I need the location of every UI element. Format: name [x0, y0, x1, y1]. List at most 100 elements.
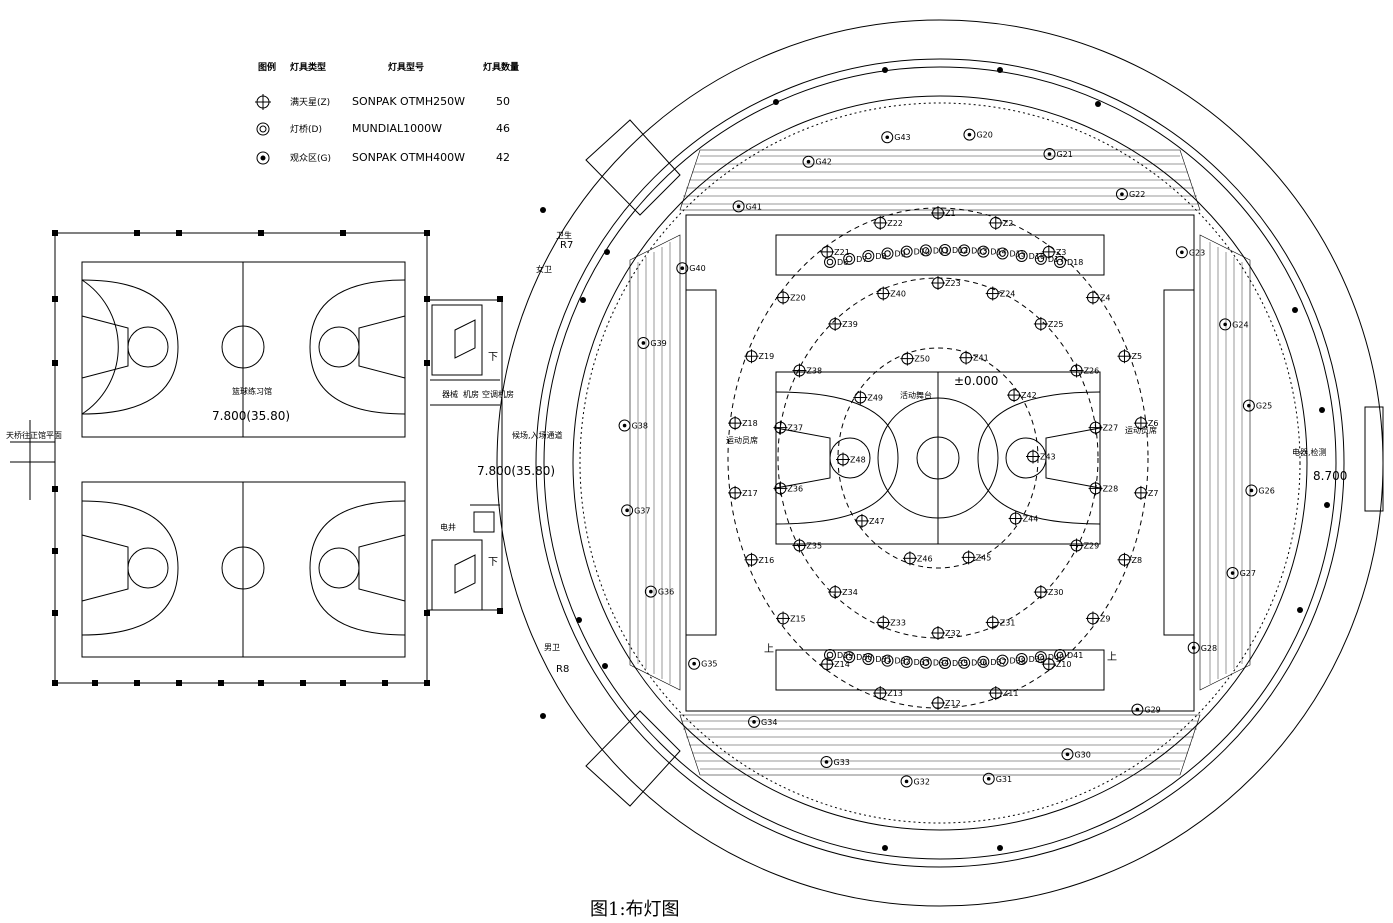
fixture-d7: D7 — [843, 252, 867, 265]
fixture-z31: Z31 — [985, 615, 1016, 630]
fixture-d31: D31 — [862, 653, 892, 665]
fixture-g39-label: G39 — [650, 339, 666, 348]
fixture-g30-label: G30 — [1074, 750, 1090, 759]
room-shaft: 电井 — [440, 522, 456, 532]
fixture-z9-label: Z9 — [1100, 614, 1111, 623]
room-male: 男卫 — [544, 643, 560, 652]
up-label-right: 上 — [1107, 651, 1117, 663]
fixture-z40-label: Z40 — [890, 290, 906, 299]
fixture-d41: D41 — [1054, 649, 1083, 661]
fixture-d17: D17 — [1034, 252, 1064, 265]
fixture-z44-label: Z44 — [1023, 515, 1039, 524]
fixture-z8-label: Z8 — [1131, 556, 1142, 565]
fixture-z19: Z19 — [744, 349, 774, 364]
legend-row-1-model: SONPAK OTMH250W — [352, 95, 465, 108]
fixture-d18: D18 — [1054, 256, 1083, 268]
fixture-z46-label: Z46 — [917, 554, 933, 563]
fixture-d38-label: D38 — [1010, 657, 1026, 666]
fixture-d6-label: D6 — [837, 258, 848, 267]
fixture-z30: Z30 — [1033, 585, 1064, 600]
fixture-d37-label: D37 — [990, 658, 1006, 667]
arena-structure — [496, 19, 1384, 907]
seating-hatch — [637, 155, 1243, 770]
fixture-z18-label: Z18 — [742, 419, 758, 428]
fixture-z18: Z18 — [728, 416, 758, 431]
fixture-z1: Z1 — [931, 206, 956, 220]
fixture-d34: D34 — [919, 656, 949, 669]
fixture-z36-label: Z36 — [787, 484, 803, 493]
fixture-z49-label: Z49 — [867, 393, 883, 402]
fixture-d36-label: D36 — [971, 659, 987, 668]
fixture-z11: Z11 — [988, 686, 1018, 701]
legend-row-2-count: 46 — [496, 122, 510, 135]
fixture-z37-label: Z37 — [787, 424, 803, 433]
fixture-z39: Z39 — [828, 316, 858, 331]
elevation-center: ±0.000 — [954, 374, 998, 388]
fixture-z33: Z33 — [876, 615, 906, 630]
fixture-z34-label: Z34 — [842, 588, 858, 597]
fixture-z38-label: Z38 — [806, 367, 822, 376]
fixture-d35: D35 — [939, 657, 968, 669]
fixture-z42-label: Z42 — [1021, 391, 1037, 400]
legend-row-3-count: 42 — [496, 151, 510, 164]
legend-row-2-model: MUNDIAL1000W — [352, 122, 442, 135]
fixture-d15: D15 — [996, 247, 1026, 260]
fixture-g42-label: G42 — [816, 158, 832, 167]
fixture-d13: D13 — [958, 244, 988, 257]
fixture-g27-label: G27 — [1240, 569, 1256, 578]
fixture-z9: Z9 — [1085, 611, 1111, 626]
fixture-g32: G32 — [900, 775, 930, 788]
fixture-z17: Z17 — [728, 485, 758, 500]
fixture-z10-label: Z10 — [1056, 660, 1072, 669]
room-machine: 机房 — [463, 389, 479, 399]
fixture-d13-label: D13 — [971, 246, 987, 255]
fixture-g43-label: G43 — [894, 133, 910, 142]
fixture-g40: G40 — [676, 262, 706, 275]
room-equipment: 器械 — [442, 389, 458, 399]
fixture-d9-label: D9 — [895, 250, 906, 259]
fixture-z14-label: Z14 — [834, 660, 850, 669]
fixture-g38-label: G38 — [632, 422, 648, 431]
fixture-g27: G27 — [1226, 567, 1256, 580]
fixture-d39: D39 — [1015, 653, 1045, 665]
fixture-d35-label: D35 — [952, 659, 968, 668]
fixture-z46: Z46 — [902, 551, 933, 566]
court-label: 活动舞台 — [900, 390, 932, 400]
fixture-g26-label: G26 — [1258, 486, 1274, 495]
fixture-g34: G34 — [748, 715, 777, 728]
fixture-z25-label: Z25 — [1048, 320, 1064, 329]
fixture-g39: G39 — [637, 336, 667, 349]
fixture-g30: G30 — [1061, 748, 1091, 761]
fixture-z16: Z16 — [744, 552, 774, 567]
fixture-d8-label: D8 — [875, 252, 886, 261]
fixture-d40: D40 — [1034, 651, 1064, 664]
fixture-d29-label: D29 — [837, 651, 853, 660]
dot-circle-icon — [256, 151, 270, 165]
fixture-z20: Z20 — [776, 290, 806, 305]
fixture-z31-label: Z31 — [1000, 618, 1016, 627]
fixture-z28: Z28 — [1088, 481, 1118, 496]
fixture-g32-label: G32 — [914, 777, 930, 786]
fixture-d6: D6 — [824, 256, 848, 268]
legend-row-1-count: 50 — [496, 95, 510, 108]
fixture-g41: G41 — [732, 200, 762, 213]
fixture-d30-label: D30 — [856, 653, 872, 662]
fixture-z2-label: Z2 — [1003, 219, 1014, 228]
fixture-d14: D14 — [977, 245, 1007, 258]
fixture-z8: Z8 — [1117, 552, 1142, 567]
room-r8: R8 — [556, 664, 569, 675]
fixture-z13: Z13 — [873, 686, 903, 701]
fixture-g20-label: G20 — [976, 131, 992, 140]
fixture-d10: D10 — [900, 245, 930, 258]
fixture-z21-label: Z21 — [834, 248, 850, 257]
fixture-g20: G20 — [963, 128, 993, 141]
fixture-g38: G38 — [618, 419, 648, 432]
fixture-d16-label: D16 — [1029, 252, 1045, 261]
fixture-z26-label: Z26 — [1084, 367, 1100, 376]
figure-caption: 图1:布灯图 — [590, 899, 680, 920]
fixture-g31-label: G31 — [996, 775, 1012, 784]
fixture-z20-label: Z20 — [790, 294, 806, 303]
stairs-down-1: 下 — [488, 352, 498, 363]
fixture-z36: Z36 — [773, 481, 803, 496]
fixture-g24: G24 — [1219, 318, 1249, 331]
